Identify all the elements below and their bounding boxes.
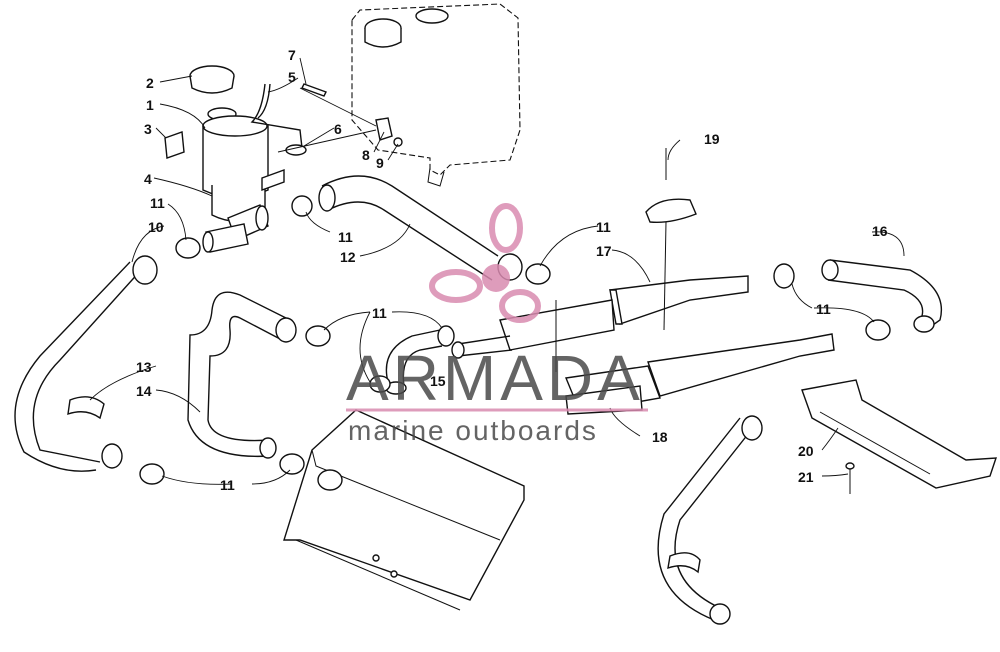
label-decal xyxy=(164,131,185,159)
callout-17: 17 xyxy=(596,243,612,259)
propeller-logo xyxy=(429,203,541,323)
reservoir-bottle xyxy=(164,65,285,253)
rivet-21 xyxy=(845,462,855,494)
hose-lower-right xyxy=(657,415,763,625)
callout-16: 16 xyxy=(872,223,888,239)
callout-14: 14 xyxy=(136,383,152,399)
armada-watermark: ARMADA marine outboards xyxy=(346,203,648,446)
hose-14 xyxy=(187,291,297,459)
bolt-19 xyxy=(645,148,697,331)
hose-clip-13 xyxy=(67,396,105,420)
callout-11-center: 11 xyxy=(372,305,387,321)
hose-clamps xyxy=(139,195,891,485)
callout-13: 13 xyxy=(136,359,152,375)
callout-labels: 2 1 3 4 5 7 6 8 9 10 11 11 12 11 17 19 1… xyxy=(136,47,888,493)
mounting-plate-20 xyxy=(801,379,997,489)
callout-6: 6 xyxy=(334,121,342,137)
callout-2: 2 xyxy=(146,75,154,91)
callout-10: 10 xyxy=(148,219,164,235)
callout-21: 21 xyxy=(798,469,814,485)
callout-15: 15 xyxy=(430,373,446,389)
overflow-hose xyxy=(250,83,403,156)
callout-7: 7 xyxy=(288,47,296,63)
callout-18: 18 xyxy=(652,429,668,445)
brand-name: ARMADA xyxy=(346,342,644,414)
callout-4: 4 xyxy=(144,171,152,187)
callout-11-bottom: 11 xyxy=(220,477,235,493)
heat-exchanger-17 xyxy=(451,275,749,359)
callout-11-left: 11 xyxy=(150,195,165,211)
hose-10 xyxy=(14,255,158,472)
callout-20: 20 xyxy=(798,443,814,459)
callout-19: 19 xyxy=(704,131,720,147)
hose-15 xyxy=(385,329,443,395)
callout-8: 8 xyxy=(362,147,370,163)
callout-11-right: 11 xyxy=(596,219,611,235)
callout-3: 3 xyxy=(144,121,152,137)
callout-11-far-right: 11 xyxy=(816,301,831,317)
coolant-tank xyxy=(351,3,521,187)
brand-tagline: marine outboards xyxy=(348,415,598,446)
callout-11-upper: 11 xyxy=(338,229,353,245)
radiator-plate xyxy=(283,409,525,611)
callout-12: 12 xyxy=(340,249,356,265)
callout-1: 1 xyxy=(146,97,154,113)
hose-16 xyxy=(821,259,942,333)
callout-5: 5 xyxy=(288,69,296,85)
callout-9: 9 xyxy=(376,155,384,171)
